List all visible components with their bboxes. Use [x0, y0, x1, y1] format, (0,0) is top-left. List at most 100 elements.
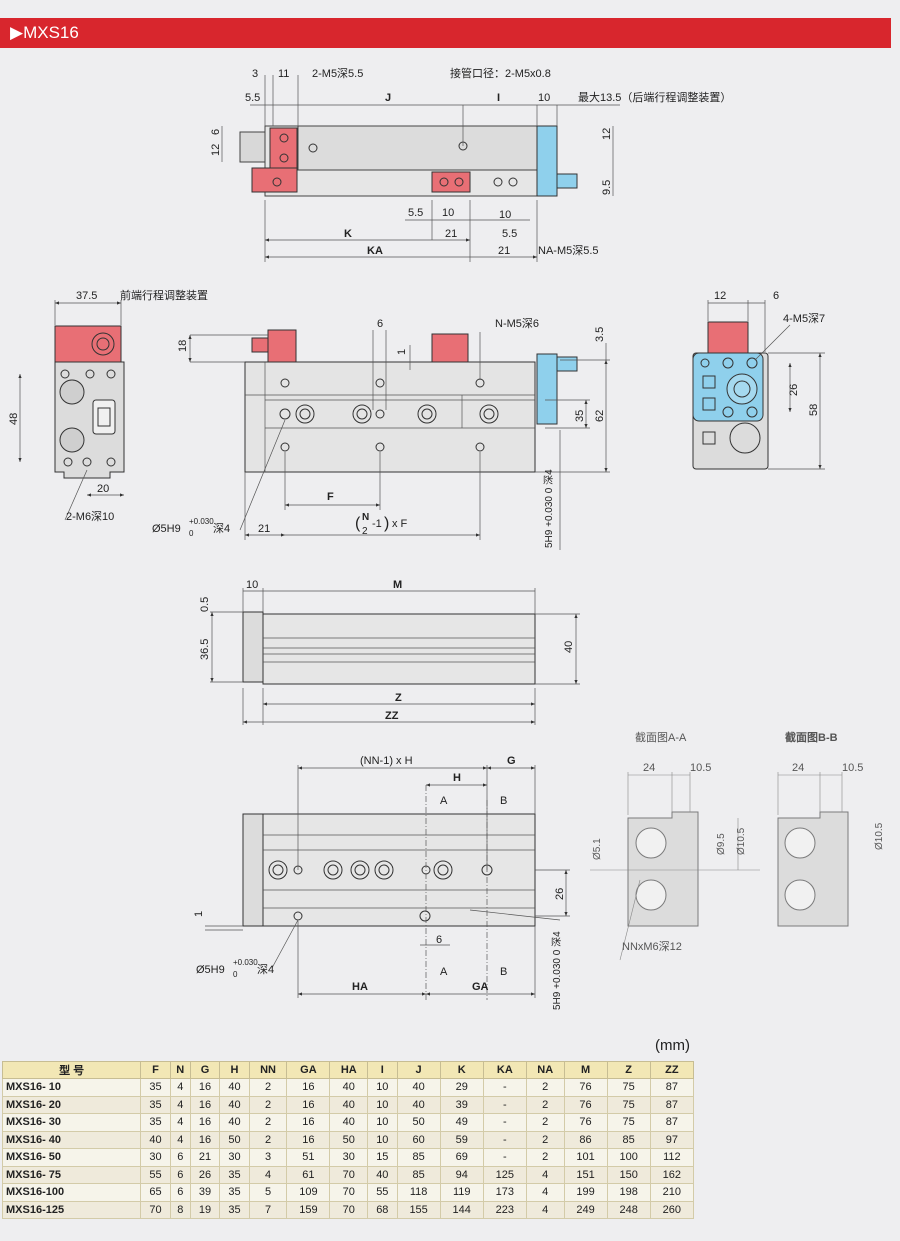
- table-cell: 118: [396, 1183, 441, 1202]
- table-cell: 50: [329, 1130, 369, 1149]
- model-cell: MXS16- 75: [1, 1165, 142, 1184]
- hole: [722, 357, 734, 369]
- table-cell: 68: [367, 1200, 398, 1219]
- model-cell: MXS16-100: [1, 1183, 142, 1202]
- dim-label: 62: [594, 410, 606, 422]
- table-cell: 40: [396, 1095, 441, 1114]
- left-end-view: 37.5 前端行程调整装置 48 20 2-M6深10: [8, 288, 208, 523]
- hole: [375, 378, 385, 388]
- dim-label: 11: [278, 68, 289, 80]
- dim-label: 26: [788, 384, 800, 396]
- table-cell: 155: [396, 1200, 441, 1219]
- table-cell: 86: [563, 1130, 608, 1149]
- column-header: 型 号: [1, 1061, 142, 1079]
- table-cell: 39: [439, 1095, 484, 1114]
- dim-label: 3: [252, 68, 258, 80]
- table-cell: 51: [286, 1148, 331, 1167]
- adjuster-screw: [96, 337, 110, 351]
- table-cell: 4: [169, 1095, 191, 1114]
- table-cell: 40: [219, 1113, 250, 1132]
- dim-label: +0.030: [233, 958, 258, 967]
- blue-adjuster: [536, 353, 558, 425]
- hole: [433, 860, 453, 880]
- table-cell: 85: [396, 1165, 441, 1184]
- table-cell: 55: [140, 1165, 171, 1184]
- dim-label: 48: [8, 413, 20, 425]
- table-plate: [297, 125, 538, 171]
- column-header: J: [396, 1061, 441, 1079]
- formula: -1: [372, 518, 382, 530]
- model-cell: MXS16-125: [1, 1200, 142, 1219]
- model-cell: MXS16- 20: [1, 1095, 142, 1114]
- section-bb-bore: [784, 879, 816, 911]
- red-stopper: [431, 333, 469, 363]
- dim-label: I: [497, 92, 500, 104]
- table-cell: 2: [248, 1130, 288, 1149]
- dim-label: NA-M5深5.5: [538, 244, 599, 257]
- table-cell: 10: [367, 1130, 398, 1149]
- dim-label: 6: [210, 129, 222, 135]
- column-header: ZZ: [649, 1061, 695, 1079]
- table-cell: 40: [329, 1113, 369, 1132]
- dim-label: 深4: [213, 522, 230, 535]
- dim-label: J: [385, 92, 391, 104]
- dim-label: 24: [643, 762, 655, 774]
- table-cell: 49: [439, 1113, 484, 1132]
- dim-label: 21: [498, 245, 510, 257]
- dim-label: A: [440, 795, 448, 807]
- bottom-view: (NN-1) x H G H A B 26 1 6 Ø5H9 +0.030 0 …: [193, 755, 570, 1010]
- hole: [323, 860, 343, 880]
- table-cell: 87: [649, 1113, 695, 1132]
- dim-label: 2-M5深5.5: [312, 67, 363, 80]
- table-cell: 94: [439, 1165, 484, 1184]
- table-cell: 162: [649, 1165, 695, 1184]
- table-cell: 87: [649, 1078, 695, 1097]
- side-view: 10 M 0.5 36.5 40 Z ZZ: [199, 579, 580, 725]
- table-cell: 6: [169, 1165, 191, 1184]
- hole: [327, 864, 339, 876]
- dim-label: ZZ: [385, 710, 399, 722]
- port: [59, 379, 85, 405]
- table-cell: 210: [649, 1183, 695, 1202]
- table-cell: 39: [189, 1183, 221, 1202]
- dim-label: 35: [574, 410, 586, 422]
- dim-label: A: [440, 966, 448, 978]
- dim-label: 5H9 +0.030 0 深4: [543, 469, 555, 548]
- table-cell: 40: [329, 1078, 369, 1097]
- table-cell: 4: [169, 1130, 191, 1149]
- dim-label: Ø10.5: [874, 822, 885, 850]
- rear-adjuster-blue: [536, 125, 558, 197]
- hole: [419, 910, 431, 922]
- table-cell: 85: [606, 1130, 651, 1149]
- table-cell: 2: [525, 1130, 565, 1149]
- table-cell: 4: [525, 1200, 565, 1219]
- rear-adjuster-screw: [556, 173, 578, 189]
- table-cell: 2: [248, 1078, 288, 1097]
- table-cell: 85: [396, 1148, 441, 1167]
- dim-label: M: [393, 579, 402, 591]
- table-cell: 50: [219, 1130, 250, 1149]
- dim-label: 0: [189, 529, 194, 538]
- end-plate: [242, 813, 264, 927]
- table-cell: 112: [649, 1148, 695, 1167]
- hole: [272, 177, 282, 187]
- hole: [374, 860, 394, 880]
- table-cell: 35: [140, 1095, 171, 1114]
- table-cell: 40: [140, 1130, 171, 1149]
- dim-label: GA: [472, 981, 489, 993]
- dim-label: 6: [436, 934, 442, 946]
- hole: [82, 457, 92, 467]
- port: [726, 373, 758, 405]
- table-cell: 65: [140, 1183, 171, 1202]
- model-cell: MXS16- 50: [1, 1148, 142, 1167]
- dim-label: (NN-1) x H: [360, 755, 413, 767]
- dim-label: 58: [808, 404, 820, 416]
- table-cell: 248: [606, 1200, 651, 1219]
- column-header: I: [367, 1061, 398, 1079]
- section-views: 截面图A-A 截面图B-B 24 10.5 Ø5.1 Ø9.5 Ø10.5 NN…: [590, 730, 885, 961]
- formula: ): [384, 515, 389, 532]
- dim-label: 6: [377, 318, 383, 330]
- table-cell: 16: [286, 1130, 331, 1149]
